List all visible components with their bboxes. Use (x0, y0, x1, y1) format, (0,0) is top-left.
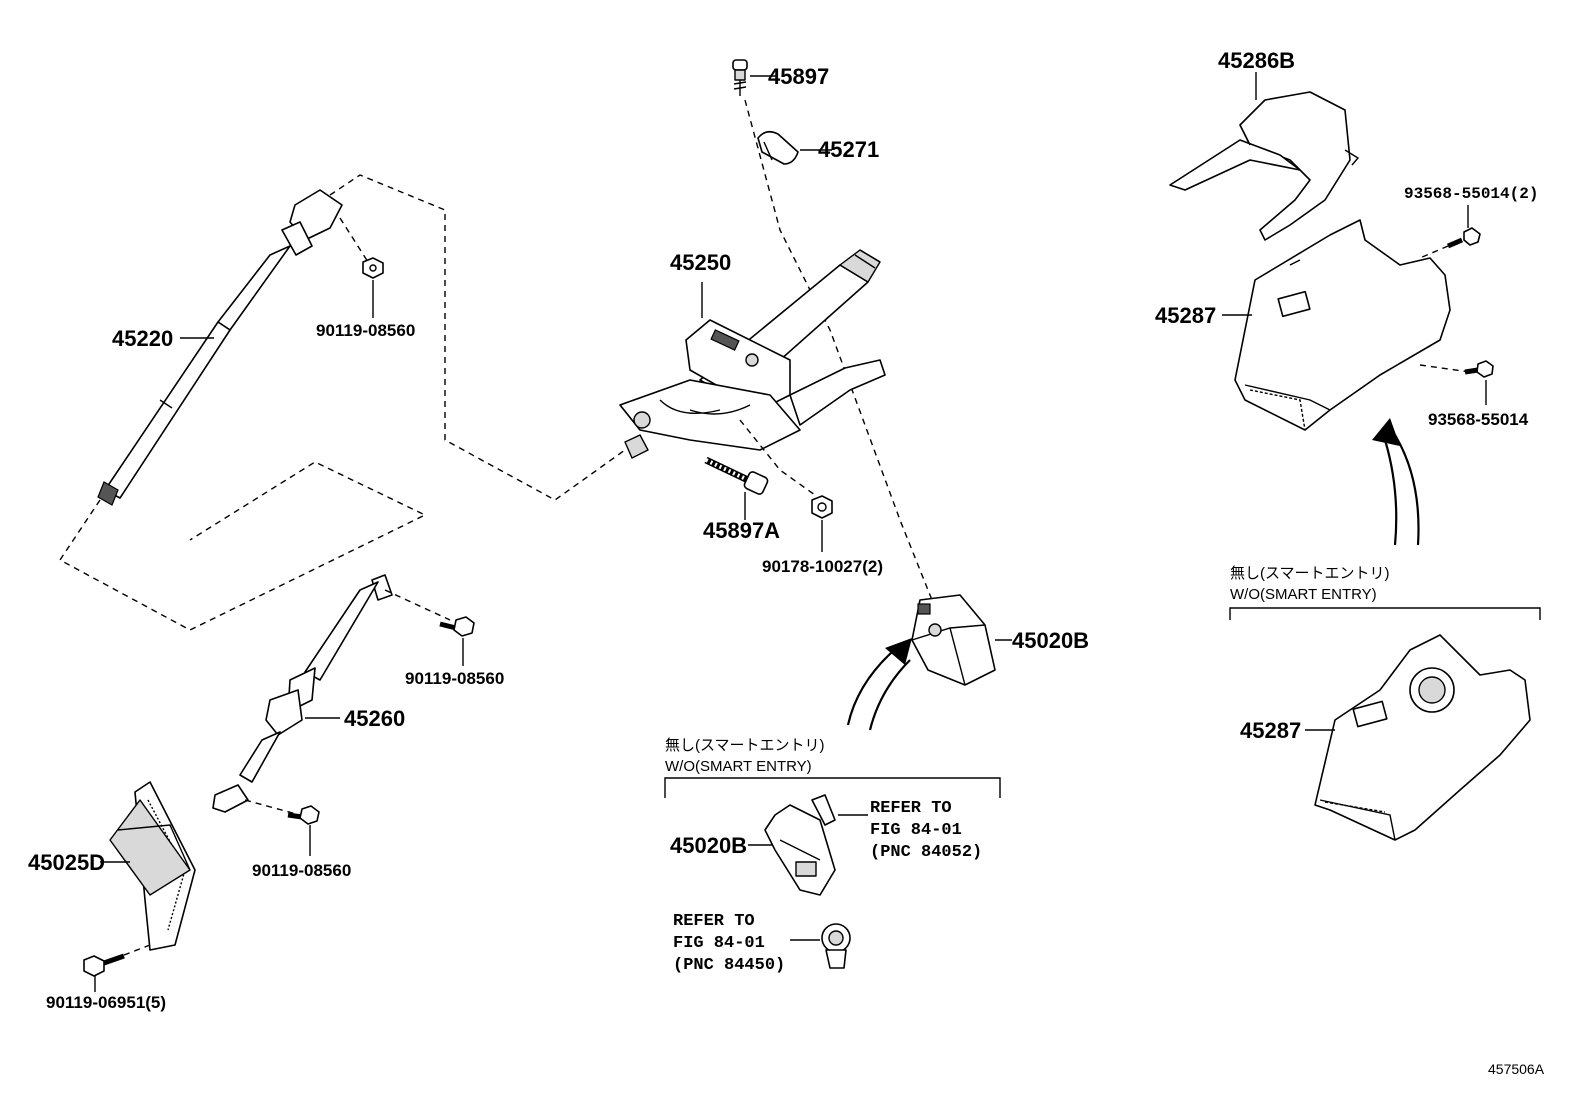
nut-90178-10027-icon[interactable] (811, 495, 833, 519)
arrow-left-icon (846, 638, 912, 731)
label-90119-08560-top: 90119-08560 (316, 321, 415, 340)
condition-note-right-en: W/O(SMART ENTRY) (1230, 586, 1377, 603)
label-90119-06951-5: 90119-06951(5) (46, 993, 166, 1012)
label-45271: 45271 (818, 137, 879, 162)
steering-lock-45020b-lower-icon[interactable] (764, 794, 836, 896)
bolt-45897a-icon[interactable] (704, 456, 769, 495)
hole-cover-45025d-icon[interactable] (109, 781, 196, 951)
label-45025d: 45025D (28, 850, 105, 875)
label-45897a: 45897A (703, 518, 780, 543)
figure-id: 457506A (1488, 1061, 1545, 1077)
label-45260: 45260 (344, 706, 405, 731)
refer-note-2-line3: (PNC 84450) (673, 956, 785, 975)
label-45287-bottom: 45287 (1240, 718, 1301, 743)
column-cover-upper-45286b-icon[interactable] (1169, 91, 1360, 241)
steering-shaft-45260-icon[interactable] (212, 574, 393, 813)
condition-note-left-jp: 無し(スマートエントリ) (665, 737, 825, 754)
clip-45271-icon[interactable] (757, 130, 799, 165)
bolt-90119-08560-mid-icon[interactable] (439, 616, 475, 637)
label-45020b-upper: 45020B (1012, 628, 1089, 653)
screw-93568-55014-icon[interactable] (1464, 360, 1494, 378)
refer-note-1-line1: REFER TO (870, 799, 952, 818)
condition-note-left-en: W/O(SMART ENTRY) (665, 758, 812, 775)
screw-45897-icon[interactable] (732, 59, 748, 96)
condition-note-right-jp: 無し(スマートエントリ) (1230, 565, 1390, 582)
screw-93568-55014-2-icon[interactable] (1447, 227, 1481, 249)
refer-note-2-line1: REFER TO (673, 912, 755, 931)
label-45287-top: 45287 (1155, 303, 1216, 328)
label-45220: 45220 (112, 326, 173, 351)
bolt-90119-06951-icon[interactable] (83, 953, 125, 977)
steering-lock-45020b-upper-icon[interactable] (911, 594, 996, 686)
label-90119-08560-mid: 90119-08560 (405, 669, 504, 688)
label-93568-55014-2: 93568-55014(2) (1404, 185, 1538, 203)
steering-column-45250-icon[interactable] (619, 249, 886, 459)
column-cover-lower-45287-top-icon[interactable] (1234, 219, 1451, 431)
refer-note-1-line2: FIG 84-01 (870, 821, 962, 840)
label-90178-10027-2: 90178-10027(2) (762, 557, 883, 576)
label-90119-08560-bottom: 90119-08560 (252, 861, 351, 880)
bolt-90119-08560-top-icon[interactable] (362, 257, 384, 279)
refer-note-1-line3: (PNC 84052) (870, 843, 982, 862)
intermediate-shaft-45220-icon[interactable] (97, 189, 343, 506)
bolt-90119-08560-bottom-icon[interactable] (287, 805, 320, 825)
refer-note-2-line2: FIG 84-01 (673, 934, 765, 953)
label-45250: 45250 (670, 250, 731, 275)
column-cover-lower-45287-bottom-icon[interactable] (1314, 634, 1531, 841)
lock-cylinder-icon[interactable] (821, 923, 851, 969)
label-45286b: 45286B (1218, 48, 1295, 73)
arrow-up-icon (1372, 418, 1420, 546)
label-45020b-lower: 45020B (670, 833, 747, 858)
label-93568-55014: 93568-55014 (1428, 410, 1529, 429)
label-45897: 45897 (768, 64, 829, 89)
